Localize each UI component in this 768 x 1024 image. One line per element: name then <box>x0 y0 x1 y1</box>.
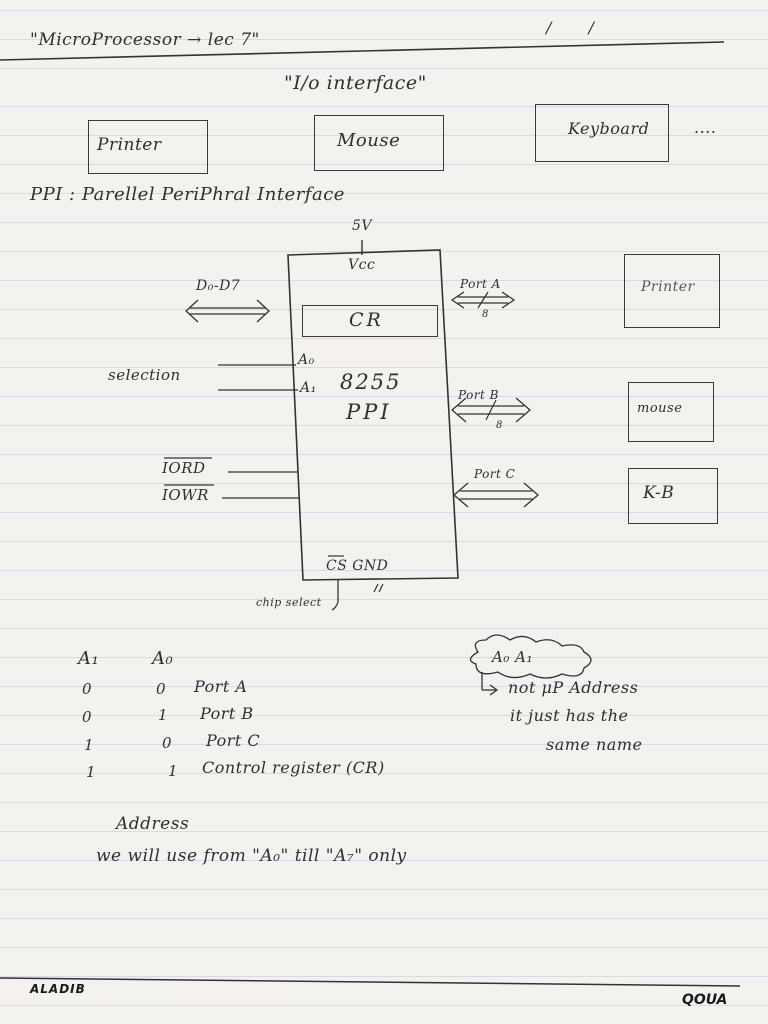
table-row-3-a0: 0 <box>162 734 173 752</box>
date-marks: / / <box>546 18 610 37</box>
port-b-label: Port B <box>458 388 500 402</box>
table-row-1-a0: 0 <box>156 680 167 698</box>
supply-label: 5V <box>352 218 373 234</box>
notebook-brand-right: QOUA <box>682 992 728 1008</box>
table-header-a0: A₀ <box>152 648 174 669</box>
device-label-printer: Printer <box>97 135 162 155</box>
address-heading: Address <box>116 814 190 834</box>
device-box-keyboard: Keyboard <box>535 104 669 162</box>
ppi-definition: PPI : Parellel PeriPhral Interface <box>30 184 345 205</box>
device-box-printer: Printer <box>88 120 208 174</box>
notebook-brand-left: ALADIB <box>30 982 86 996</box>
table-row-2-port: Port B <box>200 704 254 723</box>
table-row-1-a1: 0 <box>82 680 93 698</box>
device-box-mouse: Mouse <box>314 115 444 171</box>
table-row-4-a0: 1 <box>168 762 179 780</box>
device-kb-right-label: K-B <box>643 483 675 503</box>
port-c-label: Port C <box>474 467 516 481</box>
device-label-keyboard: Keyboard <box>568 119 650 138</box>
note-line-3: same name <box>546 735 643 754</box>
device-box-mouse-right: mouse <box>628 382 714 442</box>
pin-a0-label: A₀ <box>298 352 315 368</box>
device-box-printer-right: Printer <box>624 254 720 328</box>
data-bus-label: D₀-D7 <box>196 278 241 294</box>
device-mouse-right-label: mouse <box>637 401 683 416</box>
note-line-2: it just has the <box>510 706 629 725</box>
table-row-4-port: Control register (CR) <box>202 758 385 777</box>
table-header-a1: A₁ <box>78 648 100 669</box>
selection-label: selection <box>108 366 181 384</box>
table-row-2-a0: 1 <box>158 706 169 724</box>
table-row-1-port: Port A <box>194 677 248 696</box>
vcc-label: Vcc <box>348 257 376 273</box>
device-box-kb-right: K-B <box>628 468 718 524</box>
bottom-pins-label: CS GND <box>326 558 389 574</box>
cloud-note-pins: A₀ A₁ <box>492 648 533 666</box>
cr-label: CR <box>349 309 384 331</box>
pin-a1-label: A₁ <box>300 380 317 396</box>
table-row-3-port: Port C <box>206 731 261 750</box>
lecture-title: "MicroProcessor → lec 7" <box>30 30 260 50</box>
iowr-label: IOWR <box>162 486 209 504</box>
table-row-3-a1: 1 <box>84 736 95 754</box>
table-row-4-a1: 1 <box>86 763 97 781</box>
device-label-mouse: Mouse <box>337 130 401 151</box>
iord-label: IORD <box>162 459 206 477</box>
section-title: "I/o interface" <box>284 72 427 94</box>
note-line-1: not μP Address <box>508 678 639 697</box>
port-b-width: 8 <box>496 420 503 431</box>
device-ellipsis: .... <box>694 118 717 137</box>
cr-block: CR <box>302 305 438 337</box>
chip-number: 8255 <box>340 370 402 394</box>
device-printer-right-label: Printer <box>641 279 695 295</box>
table-row-2-a1: 0 <box>82 708 93 726</box>
port-a-width: 8 <box>482 309 489 320</box>
chip-name: PPI <box>346 400 392 424</box>
address-text: we will use from "A₀" till "A₇" only <box>96 846 407 866</box>
chip-select-label: chip select <box>256 596 322 609</box>
port-a-label: Port A <box>460 277 501 291</box>
